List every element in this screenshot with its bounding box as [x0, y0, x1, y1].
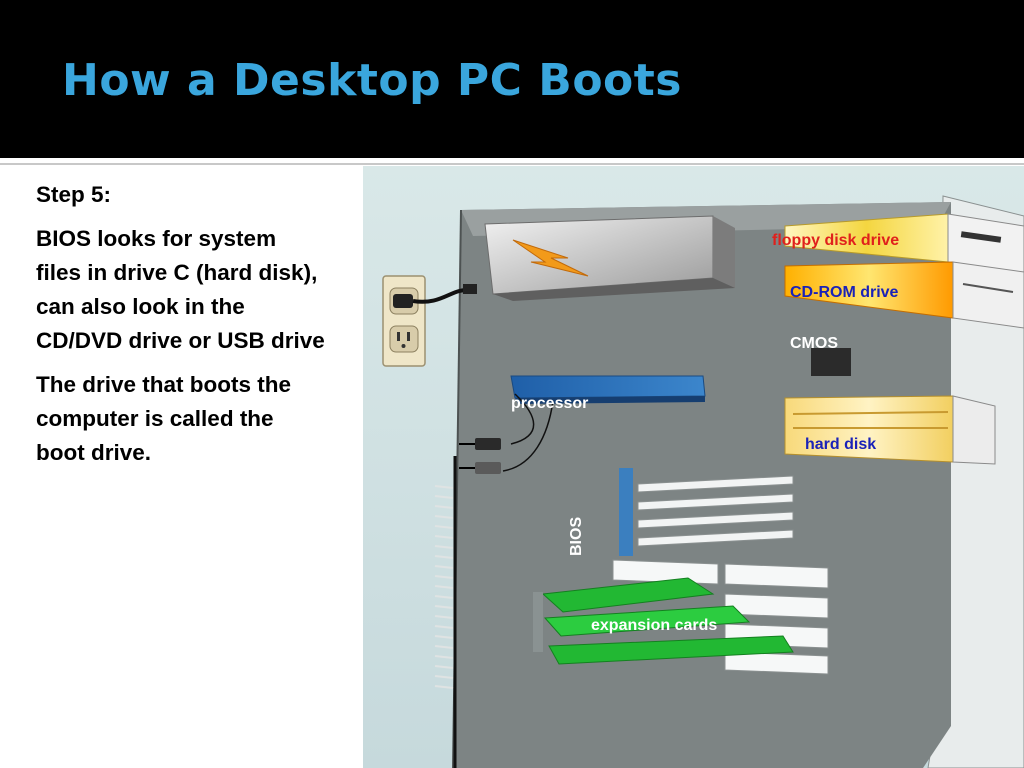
- label-bios: BIOS: [568, 517, 585, 556]
- pc-boot-diagram: floppy disk drive CD-ROM drive CMOS proc…: [363, 166, 1024, 768]
- label-cdrom: CD-ROM drive: [790, 284, 899, 301]
- slide-title: How a Desktop PC Boots: [62, 55, 682, 106]
- label-floppy: floppy disk drive: [772, 232, 899, 249]
- step-heading: Step 5:: [36, 182, 112, 207]
- label-harddisk: hard disk: [805, 436, 876, 453]
- cmos-chip: [811, 348, 851, 376]
- title-bar: How a Desktop PC Boots: [0, 0, 1024, 158]
- label-processor: processor: [511, 395, 588, 412]
- power-supply: [484, 215, 735, 301]
- vent-fins: [434, 485, 454, 689]
- label-cmos: CMOS: [790, 335, 838, 352]
- bios-chip: [619, 468, 633, 556]
- wall-outlet-icon: [382, 275, 426, 367]
- memory-slots: [637, 475, 794, 547]
- port-connector: [475, 438, 501, 450]
- text-panel: Step 5: BIOS looks for system files in d…: [36, 178, 326, 480]
- label-expansion: expansion cards: [591, 617, 717, 634]
- processor: [510, 375, 706, 404]
- floppy-drive: [784, 213, 1024, 277]
- title-divider: [0, 158, 1024, 168]
- lightning-icon: [512, 239, 589, 277]
- paragraph-bios: BIOS looks for system files in drive C (…: [36, 226, 325, 353]
- expansion-cards: [533, 577, 794, 665]
- paragraph-boot-drive: The drive that boots the computer is cal…: [36, 372, 292, 465]
- hard-disk: [784, 395, 996, 465]
- port-connector: [475, 462, 501, 474]
- cdrom-drive: [784, 261, 1024, 329]
